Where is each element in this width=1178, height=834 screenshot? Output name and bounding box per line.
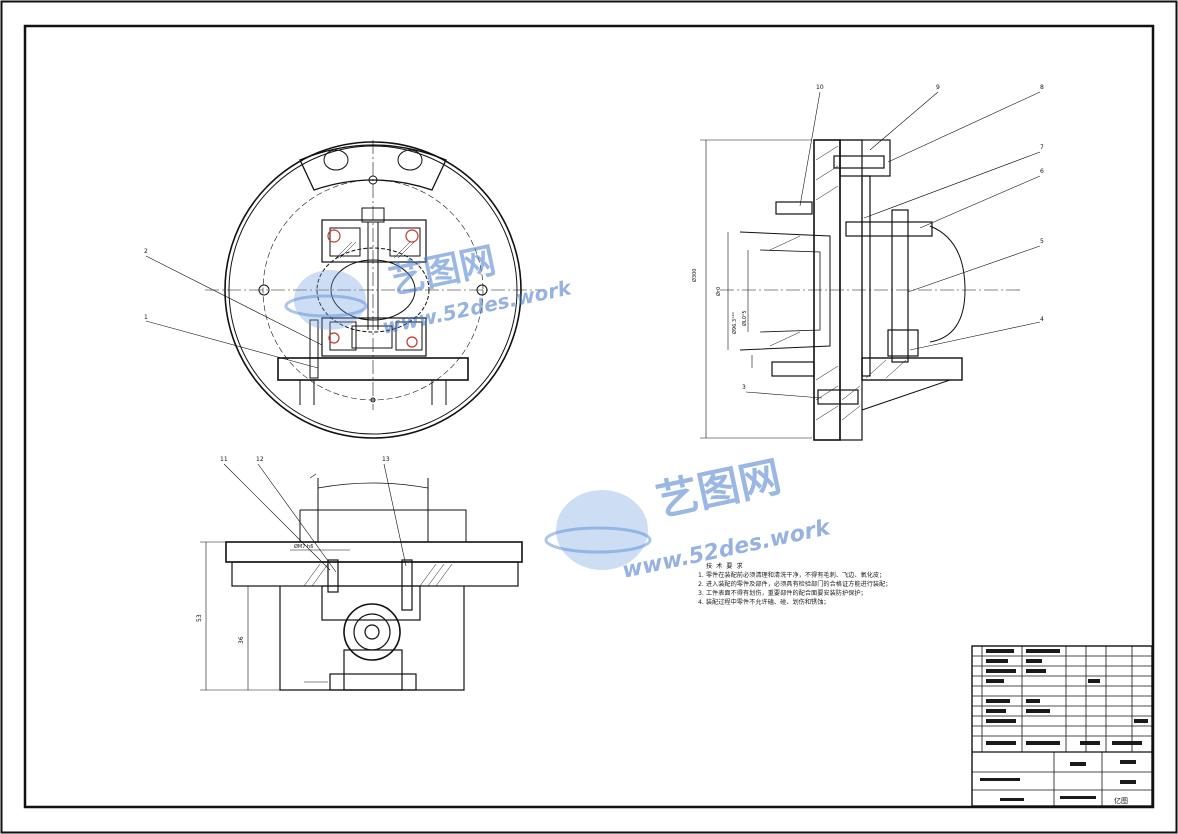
dim-side-fit1: Ø96.3°²⁰ bbox=[732, 312, 738, 334]
dim-side-overall: Ø300 bbox=[692, 268, 698, 282]
front-view-accents bbox=[327, 229, 419, 348]
part-label-8: 8 bbox=[1040, 84, 1044, 91]
dim-bottom-height: 53 bbox=[196, 614, 203, 622]
title-block-stamp: 亿图 bbox=[1114, 797, 1128, 805]
part-label-10: 10 bbox=[816, 84, 824, 91]
title-block-fills bbox=[980, 649, 1148, 801]
part-label-6: 6 bbox=[1040, 168, 1044, 175]
bottom-view bbox=[200, 463, 523, 691]
part-label-2: 2 bbox=[144, 248, 148, 255]
technical-requirements: 技 术 要 求 1. 零件在装配前必须清理和清洗干净，不得有毛刺、飞边、氧化皮；… bbox=[698, 562, 948, 607]
notes-item: 4. 装配过程中零件不允许磕、碰、划伤和锈蚀； bbox=[698, 599, 830, 606]
front-view bbox=[145, 140, 540, 439]
dim-bottom-inner: 36 bbox=[238, 636, 245, 644]
notes-item: 2. 进入装配的零件及部件，必须具有检验部门的合格证方能进行装配； bbox=[698, 581, 892, 588]
dim-bottom-fit: ØM7 h6 bbox=[294, 544, 314, 550]
part-label-11: 11 bbox=[220, 456, 228, 463]
part-label-9: 9 bbox=[936, 84, 940, 91]
dim-side-inner: Ør0 bbox=[716, 286, 722, 296]
notes-item: 3. 工件表面不得有划伤，重要部件的配合面要安装防护保护； bbox=[698, 590, 867, 597]
part-label-13: 13 bbox=[382, 456, 390, 463]
inner-frame bbox=[23, 24, 1155, 809]
part-label-4: 4 bbox=[1040, 316, 1044, 323]
dim-side-fit2: ØL0°5 bbox=[742, 310, 748, 326]
side-view-hatch bbox=[769, 145, 907, 421]
front-view-hatch bbox=[335, 241, 415, 259]
notes-item: 1. 零件在装配前必须清理和清洗干净，不得有毛刺、飞边、氧化皮； bbox=[698, 572, 886, 579]
side-view bbox=[700, 91, 1041, 441]
part-label-5: 5 bbox=[1040, 238, 1044, 245]
bottom-view-hatch bbox=[303, 563, 453, 587]
part-label-3: 3 bbox=[742, 384, 746, 391]
part-label-1: 1 bbox=[144, 314, 148, 321]
part-label-12: 12 bbox=[256, 456, 264, 463]
title-block bbox=[971, 645, 1153, 807]
part-label-7: 7 bbox=[1040, 144, 1044, 151]
notes-title: 技 术 要 求 bbox=[706, 563, 744, 570]
gear-marks bbox=[304, 355, 753, 683]
